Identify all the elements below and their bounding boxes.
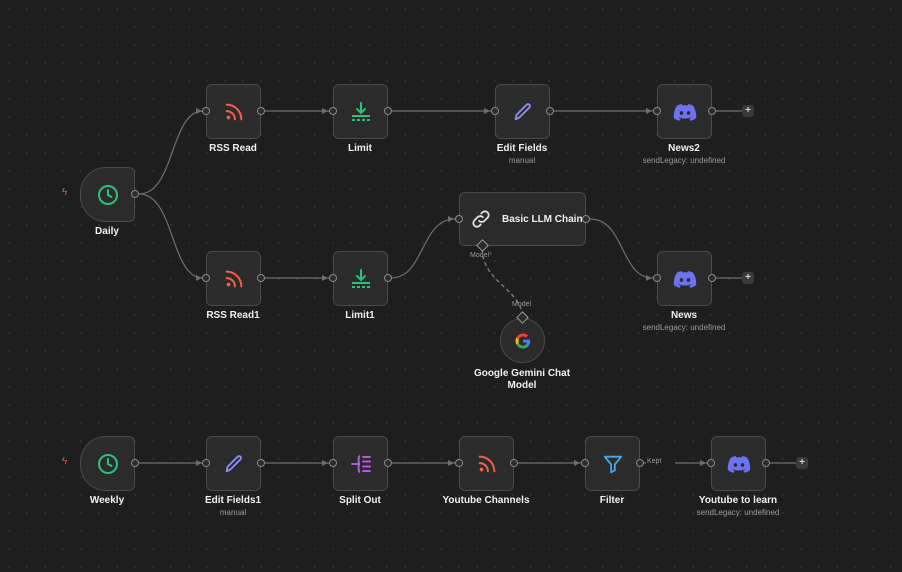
node-label: Weekly [89, 495, 125, 506]
add-node-button[interactable]: + [796, 457, 808, 469]
input-port[interactable] [707, 459, 715, 467]
basic-llm-chain-node[interactable]: Basic LLM Chain [459, 192, 586, 246]
node-label: Youtube to learn [698, 495, 778, 506]
rss-icon [223, 101, 245, 123]
edit-fields-node[interactable] [495, 84, 550, 139]
output-port[interactable] [384, 274, 392, 282]
clock-icon [96, 183, 120, 207]
limit1-node[interactable] [333, 251, 388, 306]
input-port[interactable] [202, 459, 210, 467]
node-subtitle: sendLegacy: undefined [642, 156, 726, 165]
model-port-label: Model* [470, 252, 492, 259]
input-port[interactable] [491, 107, 499, 115]
input-port[interactable] [653, 107, 661, 115]
edge-limit1-llm-chain [390, 218, 456, 279]
output-port[interactable] [257, 107, 265, 115]
add-node-button[interactable]: + [742, 272, 754, 284]
output-port[interactable] [636, 459, 644, 467]
google-icon [514, 332, 532, 350]
limit-node[interactable] [333, 84, 388, 139]
output-port[interactable] [131, 190, 139, 198]
output-port[interactable] [384, 459, 392, 467]
node-label: RSS Read [209, 143, 257, 154]
output-port[interactable] [582, 215, 590, 223]
edge-llm-chain-news [589, 218, 654, 279]
input-port[interactable] [202, 274, 210, 282]
filter-icon [602, 453, 624, 475]
discord-icon [727, 454, 751, 474]
output-port[interactable] [762, 459, 770, 467]
weekly-node[interactable] [80, 436, 135, 491]
filter-node[interactable] [585, 436, 640, 491]
node-label: Edit Fields [496, 143, 548, 154]
edit-fields1-node[interactable] [206, 436, 261, 491]
youtube-to-learn-node[interactable] [711, 436, 766, 491]
input-port[interactable] [329, 274, 337, 282]
youtube-channels-node[interactable] [459, 436, 514, 491]
node-subtitle: manual [219, 508, 247, 517]
discord-icon [673, 269, 697, 289]
output-port[interactable] [257, 459, 265, 467]
node-subtitle: sendLegacy: undefined [642, 323, 726, 332]
node-label: Google Gemini Chat Model [473, 368, 571, 391]
output-port[interactable] [384, 107, 392, 115]
news-node[interactable] [657, 251, 712, 306]
node-subtitle: manual [508, 156, 536, 165]
input-port[interactable] [329, 459, 337, 467]
news2-node[interactable] [657, 84, 712, 139]
output-port[interactable] [546, 107, 554, 115]
node-label: RSS Read1 [206, 310, 260, 321]
output-port[interactable] [708, 107, 716, 115]
node-label: News [670, 310, 698, 321]
required-marker: * [489, 252, 492, 259]
discord-icon [673, 102, 697, 122]
node-subtitle: sendLegacy: undefined [696, 508, 780, 517]
google-gemini-node[interactable] [500, 318, 545, 363]
output-port[interactable] [708, 274, 716, 282]
input-port[interactable] [329, 107, 337, 115]
node-label: Filter [599, 495, 625, 506]
rss-icon [223, 268, 245, 290]
add-node-button[interactable]: + [742, 105, 754, 117]
rss-read1-node[interactable] [206, 251, 261, 306]
node-label: Edit Fields1 [204, 495, 262, 506]
output-port[interactable] [257, 274, 265, 282]
pencil-icon [512, 101, 534, 123]
node-label: News2 [668, 143, 700, 154]
node-label: Daily [95, 226, 119, 237]
split-out-node[interactable] [333, 436, 388, 491]
daily-node[interactable] [80, 167, 135, 222]
output-port[interactable] [131, 459, 139, 467]
output-port[interactable] [510, 459, 518, 467]
model-output-label: Model [512, 301, 532, 308]
node-label: Split Out [339, 495, 381, 506]
rss-icon [476, 453, 498, 475]
node-label: Youtube Channels [442, 495, 530, 506]
node-label: Limit [348, 143, 372, 154]
clock-icon [96, 452, 120, 476]
trigger-bolt-icon: ϟ [62, 187, 68, 198]
split-icon [349, 452, 373, 476]
link-icon [470, 208, 492, 230]
download-icon [349, 100, 373, 124]
node-label: Limit1 [345, 310, 375, 321]
input-port[interactable] [455, 459, 463, 467]
kept-output-label: Kept [647, 458, 662, 465]
node-label: Basic LLM Chain [502, 213, 583, 225]
trigger-bolt-icon: ϟ [62, 456, 68, 467]
download-icon [349, 267, 373, 291]
input-port[interactable] [581, 459, 589, 467]
input-port[interactable] [455, 215, 463, 223]
rss-read-node[interactable] [206, 84, 261, 139]
input-port[interactable] [202, 107, 210, 115]
input-port[interactable] [653, 274, 661, 282]
pencil-icon [223, 453, 245, 475]
